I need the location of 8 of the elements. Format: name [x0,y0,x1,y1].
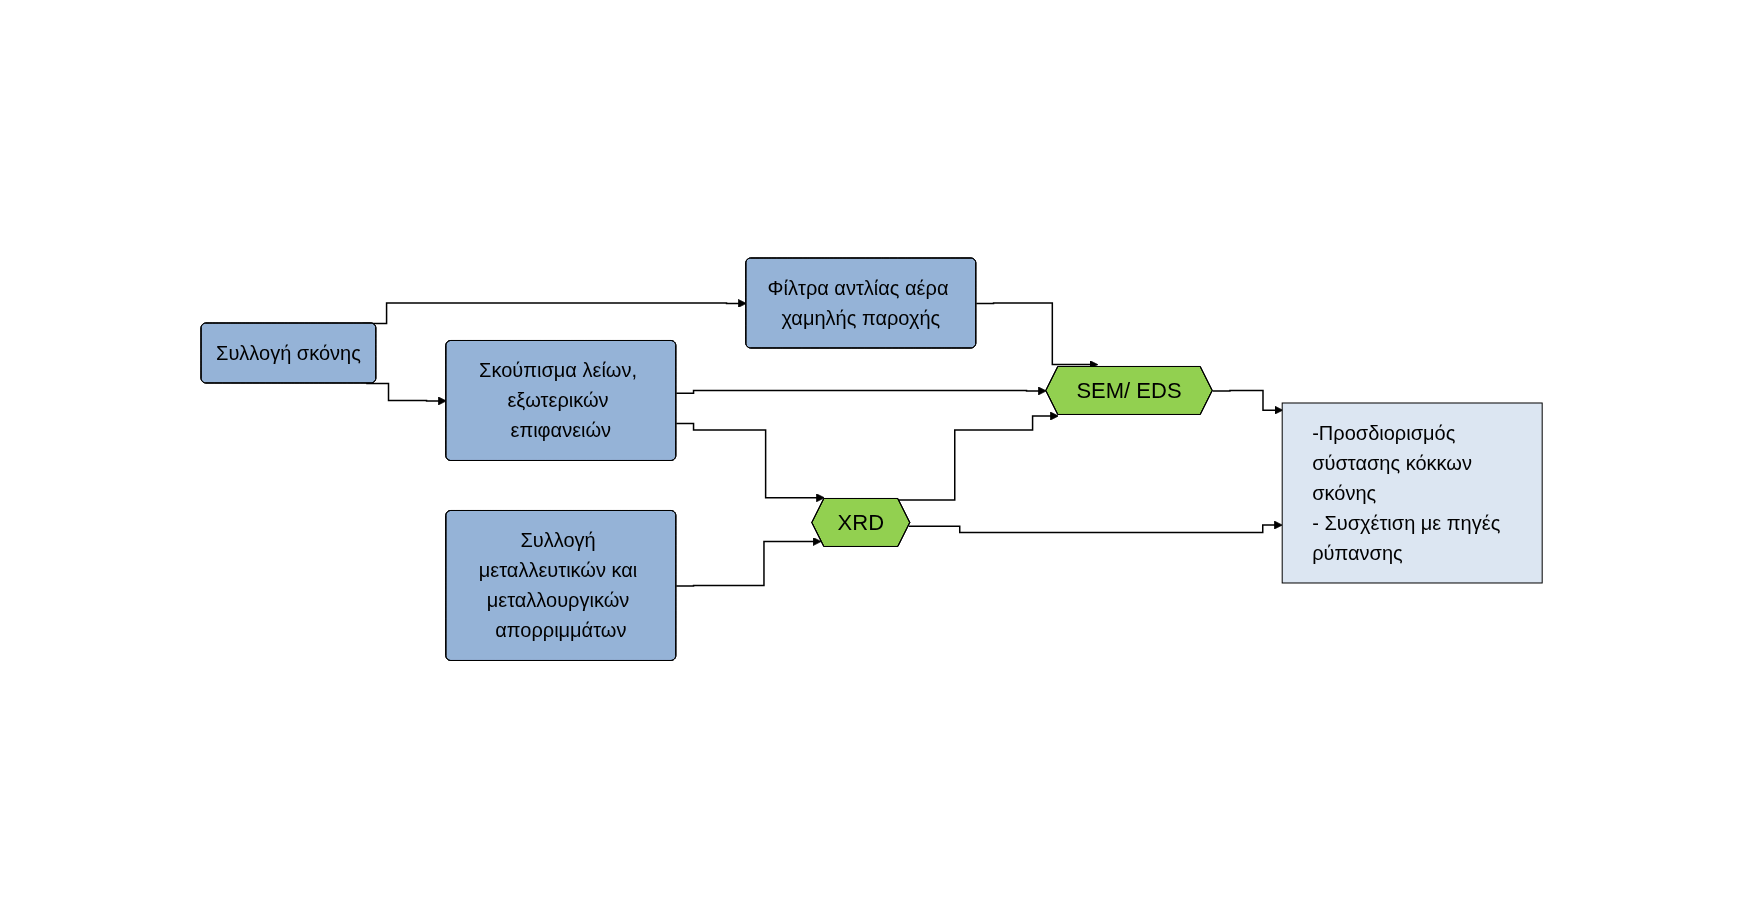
node-box: -Προσδιορισμός σύστασης κόκκων σκόνης - Συσχέτιση με πηγές ρύπανσης [1281,402,1543,584]
arrow [1211,389,1284,415]
arrow [675,536,822,587]
arrow [907,520,1283,533]
arrow [975,302,1099,369]
arrow [675,386,1047,396]
arrow [897,411,1059,501]
arrow [675,422,825,502]
